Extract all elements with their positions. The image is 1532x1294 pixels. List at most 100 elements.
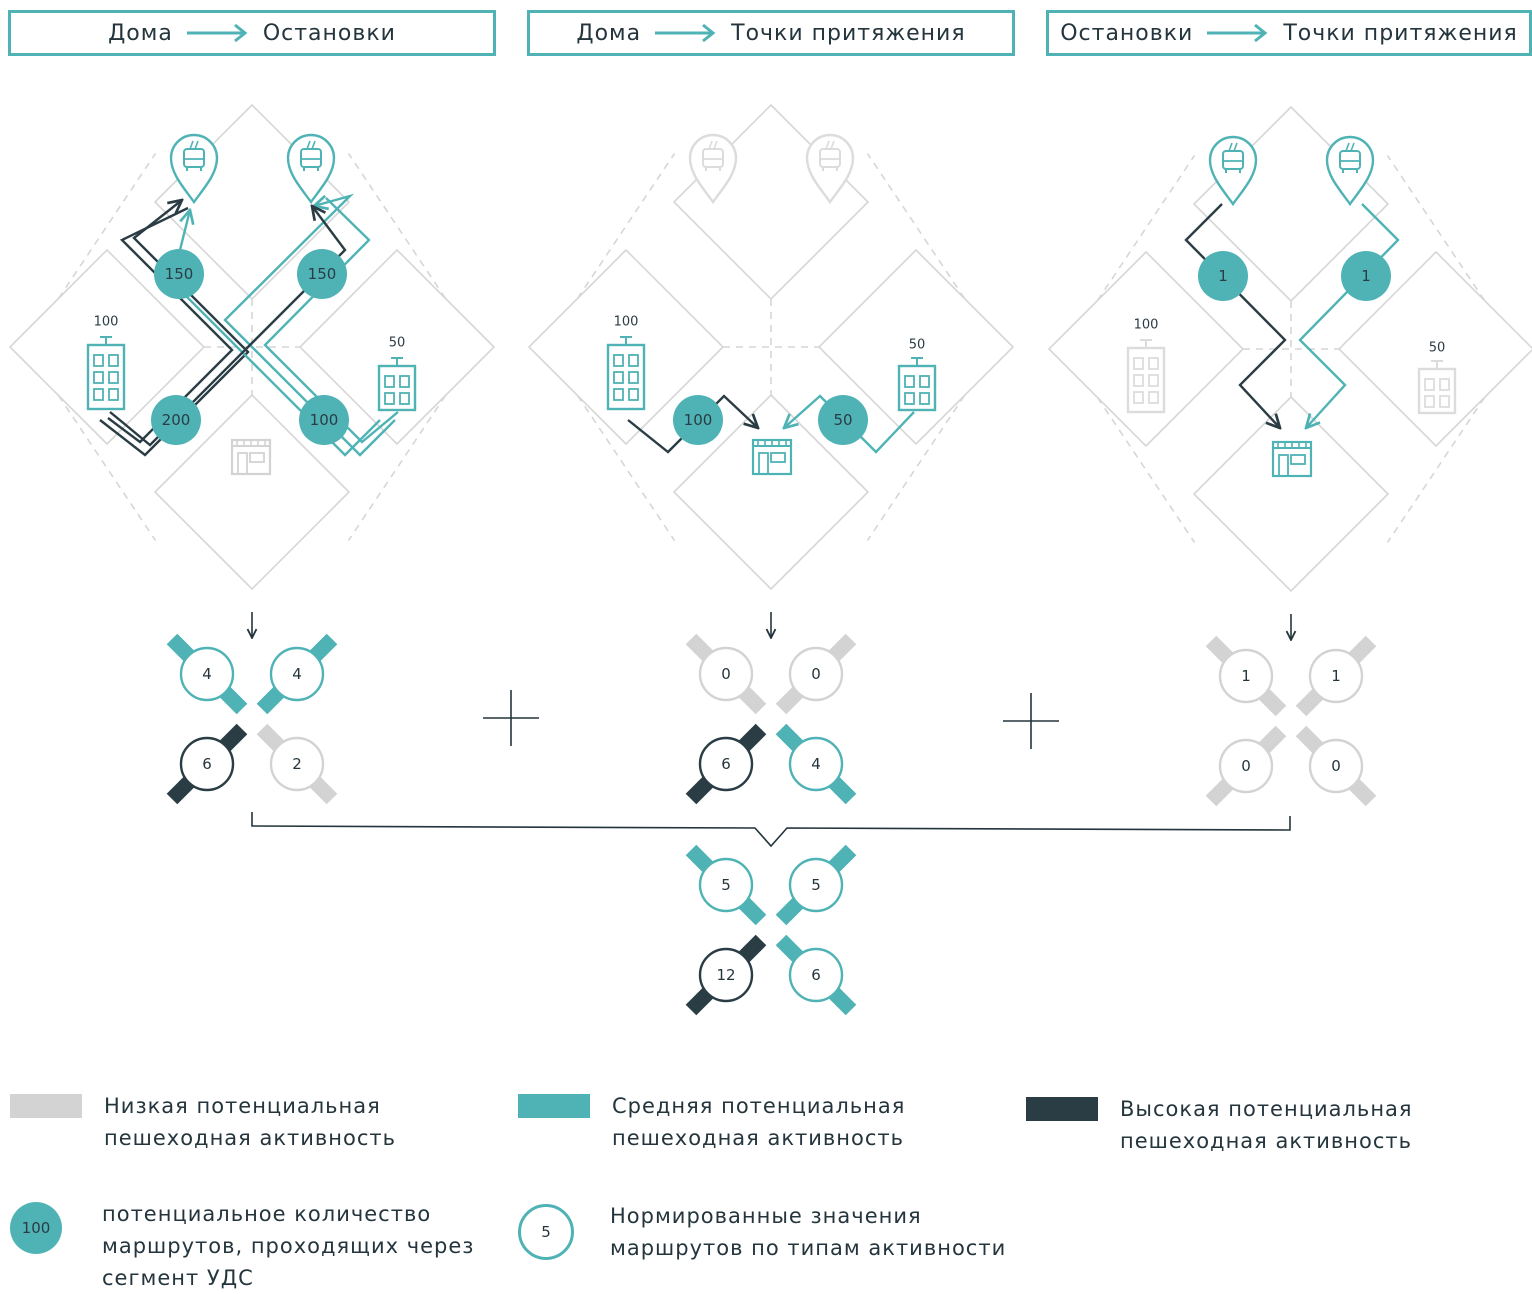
route-count-marker: 1 (1198, 251, 1248, 301)
legend-normalized-text: Нормированные значения маршрутов по типа… (610, 1204, 1007, 1260)
normalized-value-circle (269, 646, 325, 702)
residential-building-icon (897, 357, 937, 412)
block-outline (527, 248, 725, 446)
normalized-value-circle (1218, 738, 1274, 794)
normalized-value-circle (1218, 648, 1274, 704)
bus-stop-pin-icon (169, 133, 219, 205)
street-dashed (347, 395, 447, 541)
street-dashed (1096, 397, 1196, 543)
route-count-value: 200 (162, 411, 191, 429)
route-count-circle (818, 395, 868, 445)
header-stops-to-attractions: Остановки Точки притяжения (1046, 10, 1532, 56)
arrow-right-icon (655, 23, 716, 43)
normalized-value-circle (698, 947, 754, 1003)
street-dashed (576, 395, 676, 541)
normalized-value: 5 (721, 876, 731, 894)
building-capacity-label: 100 (94, 315, 119, 330)
normalized-value: 0 (811, 665, 821, 683)
route-count-marker: 100 (673, 395, 723, 445)
route-count-value: 100 (684, 411, 713, 429)
normalized-value-circle (788, 646, 844, 702)
legend-route-count-sample: 100 (21, 1219, 51, 1237)
normalized-value: 1 (1331, 667, 1341, 685)
normalized-value: 6 (811, 966, 821, 984)
legend-low-text: Низкая потенциальная пешеходная активнос… (104, 1094, 397, 1150)
normalized-value-circle (179, 736, 235, 792)
arrow-right-icon (186, 23, 248, 43)
panel-stops-to-attractions: 100 50 1 1 (1047, 105, 1532, 593)
street-dashed (866, 395, 966, 541)
residential-building-icon (606, 336, 646, 411)
legend-normalized: 5 Нормированные значения маршрутов по ти… (518, 1200, 1006, 1264)
route-count-circle (1198, 251, 1248, 301)
legend-normalized-sample: 5 (541, 1223, 551, 1241)
legend-normalized-circle: 5 (518, 1204, 574, 1260)
block-outline (1047, 250, 1245, 448)
block-outline (298, 248, 496, 446)
normalized-value: 6 (721, 755, 731, 773)
block-outline (1337, 250, 1532, 448)
building-capacity-label: 50 (389, 336, 406, 351)
route-count-value: 1 (1361, 267, 1371, 285)
route-count-marker: 200 (151, 395, 201, 445)
route-count-circle (154, 249, 204, 299)
bus-stop-pin-icon (286, 133, 336, 205)
normalized-value-circle (788, 857, 844, 913)
normalized-value: 4 (811, 755, 821, 773)
bus-stop-pin-icon (688, 133, 738, 205)
cross-intersection: 0 0 6 4 (685, 633, 857, 805)
route-count-value: 150 (308, 265, 337, 283)
street-dashed (576, 153, 676, 299)
legend-high-swatch (1026, 1097, 1098, 1121)
route-line (223, 193, 396, 457)
normalized-value: 5 (811, 876, 821, 894)
normalized-value: 0 (1331, 757, 1341, 775)
panel-homes-to-attractions: 100 50 100 50 (527, 103, 1015, 591)
block-outline (672, 393, 870, 591)
route-count-value: 50 (833, 411, 852, 429)
header-to: Точки притяжения (1283, 20, 1518, 46)
residential-building-icon (1126, 339, 1166, 414)
route-count-value: 100 (310, 411, 339, 429)
building-capacity-label: 100 (614, 315, 639, 330)
legend-medium-text: Средняя потенциальная пешеходная активно… (612, 1094, 906, 1150)
normalized-value: 0 (1241, 757, 1251, 775)
route-line (1298, 203, 1400, 428)
legend-high-text: Высокая потенциальная пешеходная активно… (1120, 1097, 1413, 1153)
route-line (107, 206, 234, 444)
block-outline (8, 248, 206, 446)
normalized-value-circle (269, 736, 325, 792)
normalized-value-circle (179, 646, 235, 702)
normalized-value: 4 (202, 665, 212, 683)
block-outline (153, 393, 351, 591)
legend-route-count-circle: 100 (10, 1202, 62, 1254)
route-count-circle (673, 395, 723, 445)
legend-high: Высокая потенциальная пешеходная активно… (1026, 1093, 1413, 1157)
building-capacity-label: 100 (1134, 318, 1159, 333)
header-from: Дома (108, 20, 173, 46)
legend-low-swatch (10, 1094, 82, 1118)
normalized-value: 2 (292, 755, 302, 773)
block-outline (1192, 395, 1390, 593)
street-dashed (1386, 397, 1486, 543)
block-outline (672, 103, 870, 301)
building-capacity-label: 50 (1429, 341, 1446, 356)
residential-building-icon (377, 357, 417, 412)
route-count-marker: 1 (1341, 251, 1391, 301)
arrow-right-icon (1207, 23, 1268, 43)
residential-building-icon (1417, 360, 1457, 415)
normalized-value-circle (698, 646, 754, 702)
route-line (263, 197, 399, 444)
normalized-value: 4 (292, 665, 302, 683)
header-to: Точки притяжения (731, 20, 966, 46)
building-capacity-label: 50 (909, 338, 926, 353)
normalized-value: 0 (721, 665, 731, 683)
route-count-value: 1 (1218, 267, 1228, 285)
legend-medium: Средняя потенциальная пешеходная активно… (518, 1090, 905, 1154)
route-count-circle (151, 395, 201, 445)
